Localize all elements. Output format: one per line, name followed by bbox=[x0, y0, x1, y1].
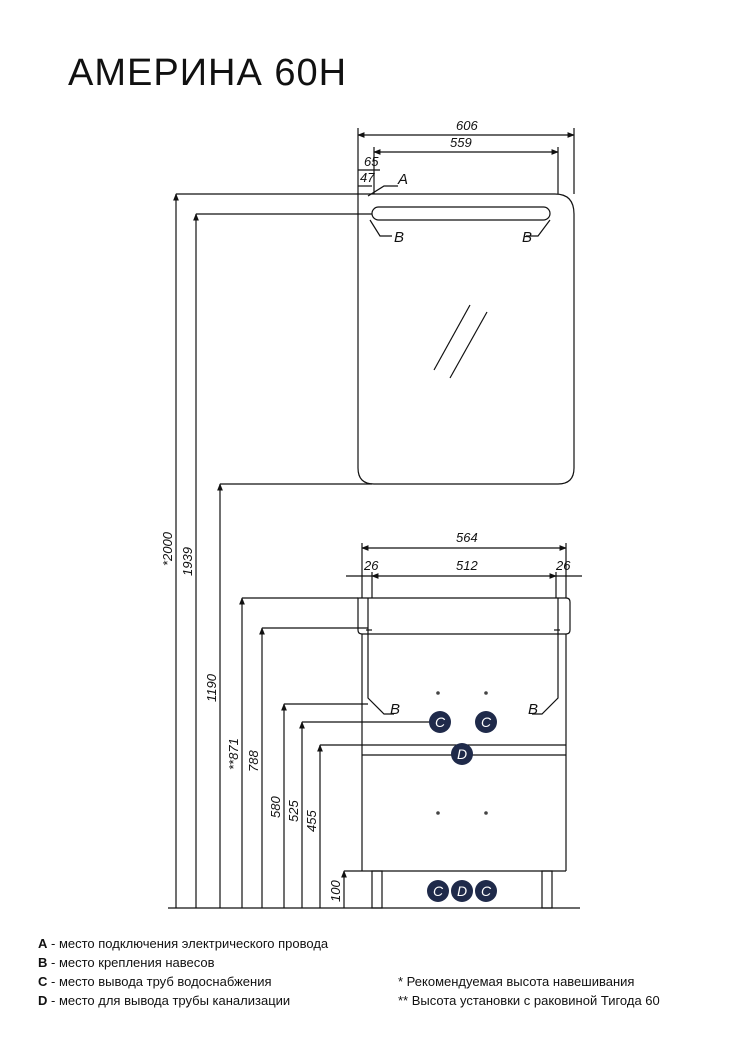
marker-d-1: D bbox=[451, 743, 473, 765]
dim-564: 564 bbox=[456, 530, 478, 545]
cabinet-hanger-left bbox=[367, 598, 394, 715]
svg-text:C: C bbox=[481, 883, 492, 899]
legend-item-c: C - место вывода труб водоснабжения bbox=[38, 974, 272, 989]
mirror-glare-2 bbox=[449, 311, 488, 379]
legend-item-a: A - место подключения электрического про… bbox=[38, 936, 329, 951]
legend: A - место подключения электрического про… bbox=[38, 934, 328, 1010]
dim-606: 606 bbox=[456, 118, 478, 133]
label-a: A bbox=[397, 171, 408, 188]
dim-100: 100 bbox=[328, 880, 343, 902]
dim-2000: *2000 bbox=[160, 531, 175, 566]
svg-text:C: C bbox=[433, 883, 444, 899]
leg-right bbox=[541, 870, 553, 909]
dim-26-right: 26 bbox=[555, 558, 571, 573]
label-b-mirror-right: B bbox=[522, 229, 532, 246]
leader-a bbox=[367, 185, 398, 197]
page-title: АМЕРИНА 60Н bbox=[68, 52, 348, 94]
dim-47: 47 bbox=[360, 170, 375, 185]
cabinet-hanger-right bbox=[532, 598, 559, 715]
legend-item-d: D - место для вывода трубы канализации bbox=[38, 993, 291, 1008]
mirror-hanger-left bbox=[369, 219, 392, 237]
label-b-cabinet-right: B bbox=[528, 701, 538, 718]
footnotes: * Рекомендуемая высота навешивания ** Вы… bbox=[398, 972, 660, 1010]
cabinet-top bbox=[357, 597, 571, 635]
marker-c-1: C bbox=[429, 711, 451, 733]
dim-788: 788 bbox=[246, 750, 261, 772]
label-b-mirror-left: B bbox=[394, 229, 404, 246]
svg-text:C: C bbox=[481, 714, 492, 730]
svg-text:D: D bbox=[457, 746, 467, 762]
dim-512: 512 bbox=[456, 558, 478, 573]
dim-871: **871 bbox=[226, 738, 241, 770]
dim-525: 525 bbox=[286, 800, 301, 822]
legend-item-b: B - место крепления навесов bbox=[38, 955, 215, 970]
dim-1190: 1190 bbox=[204, 673, 219, 702]
mirror-outline bbox=[357, 193, 575, 485]
mirror-hanger-right bbox=[526, 219, 551, 237]
dim-1939: 1939 bbox=[180, 547, 195, 576]
dim-65: 65 bbox=[364, 154, 379, 169]
marker-d-2: D bbox=[451, 880, 473, 902]
footnote-1: * Рекомендуемая высота навешивания bbox=[398, 974, 635, 989]
dim-26-left: 26 bbox=[363, 558, 379, 573]
marker-c-3: C bbox=[427, 880, 449, 902]
mirror-glare-1 bbox=[433, 304, 471, 371]
marker-c-2: C bbox=[475, 711, 497, 733]
dim-559: 559 bbox=[450, 135, 472, 150]
mirror-light-bar bbox=[371, 206, 551, 221]
svg-text:C: C bbox=[435, 714, 446, 730]
leg-left bbox=[371, 870, 383, 909]
dim-580: 580 bbox=[268, 796, 283, 818]
svg-text:D: D bbox=[457, 883, 467, 899]
footnote-2: ** Высота установки с раковиной Тигода 6… bbox=[398, 993, 660, 1008]
dim-455: 455 bbox=[304, 810, 319, 832]
marker-c-4: C bbox=[475, 880, 497, 902]
label-b-cabinet-left: B bbox=[390, 701, 400, 718]
